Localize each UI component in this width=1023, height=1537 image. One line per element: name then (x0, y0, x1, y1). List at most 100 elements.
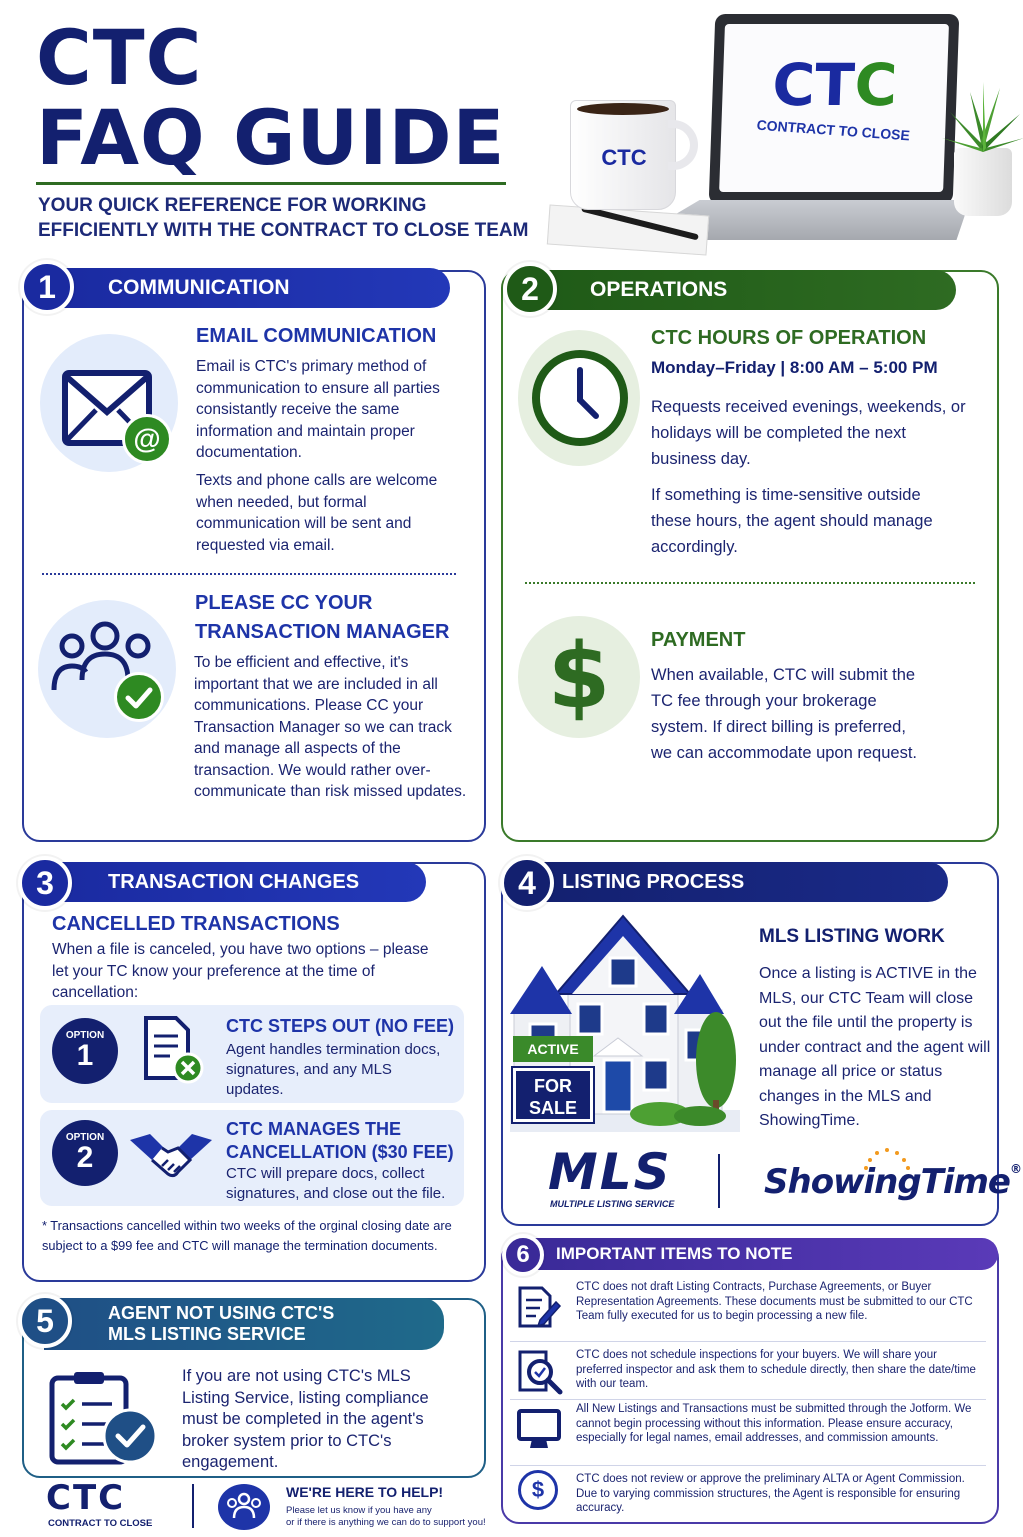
option-1-text: Agent handles termination docs, signatur… (226, 1041, 441, 1098)
footer-logo-tagline: CONTRACT TO CLOSE (48, 1518, 153, 1529)
mls-tagline: MULTIPLE LISTING SERVICE (550, 1199, 675, 1209)
showingtime-registered: ® (1010, 1162, 1022, 1176)
section-number-2: 2 (503, 262, 557, 316)
operations-header-bar: OPERATIONS (526, 270, 956, 310)
option-2-heading-line1: CTC MANAGES THE (226, 1119, 401, 1139)
section-number-5: 5 (18, 1294, 72, 1348)
important-item-row-3: All New Listings and Transactions must b… (510, 1398, 986, 1466)
mls-logo: MLS (548, 1143, 672, 1201)
cc-heading-line1: PLEASE CC YOUR (195, 592, 373, 614)
mug-label: CTC (601, 145, 647, 170)
mls-listing-para: Once a listing is ACTIVE in the MLS, our… (759, 965, 991, 1129)
footer-team-icon (218, 1484, 270, 1530)
email-heading: EMAIL COMMUNICATION (196, 325, 437, 347)
hours-para2: If something is time-sensitive outside t… (651, 486, 933, 556)
hours-schedule: Monday–Friday | 8:00 AM – 5:00 PM (651, 358, 938, 377)
important-item-row-4: $ CTC does not review or approve the pre… (510, 1468, 986, 1520)
listing-process-header-bar: LISTING PROCESS (526, 862, 948, 902)
option-2-text: CTC will prepare docs, collect signature… (226, 1165, 446, 1202)
footer-help-line1: Please let us know if you have any (286, 1505, 432, 1516)
important-items-title: IMPORTANT ITEMS TO NOTE (556, 1244, 793, 1263)
communication-header-bar: COMMUNICATION (44, 268, 450, 308)
monitor-icon (516, 1408, 564, 1457)
inspection-magnifier-icon (516, 1348, 564, 1401)
footer-help-heading: WE'RE HERE TO HELP! (286, 1484, 444, 1500)
footer-help-line2: or if there is anything we can do to sup… (286, 1517, 486, 1528)
transaction-changes-header-bar: TRANSACTION CHANGES (44, 862, 426, 902)
section-number-6: 6 (502, 1234, 544, 1276)
cc-para: To be efficient and effective, it's impo… (194, 654, 467, 800)
listing-process-title: LISTING PROCESS (562, 870, 745, 893)
important-item-text-1: CTC does not draft Listing Contracts, Pu… (576, 1281, 973, 1322)
logo-divider (718, 1154, 720, 1208)
dollar-icon: $ (547, 624, 611, 729)
important-item-row-2: CTC does not schedule inspections for yo… (510, 1344, 986, 1400)
showingtime-logo: ShowingTime® (764, 1162, 1022, 1202)
document-cancel-icon (140, 1014, 204, 1089)
option-1-badge: OPTION 1 (52, 1018, 118, 1084)
at-sign-icon: @ (122, 414, 172, 464)
checklist-icon (48, 1370, 160, 1471)
cc-heading-line2: TRANSACTION MANAGER (195, 621, 450, 643)
cancellation-footnote: * Transactions cancelled within two week… (42, 1218, 452, 1253)
section-number-1: 1 (20, 260, 74, 314)
important-items-header-bar: IMPORTANT ITEMS TO NOTE (526, 1238, 998, 1270)
subtitle-line2: EFFICIENTLY WITH THE CONTRACT TO CLOSE T… (38, 220, 529, 241)
for-sale-sign-for: FOR (534, 1076, 572, 1096)
showingtime-sun-icon (862, 1146, 912, 1175)
important-item-text-4: CTC does not review or approve the preli… (576, 1473, 965, 1514)
important-item-text-3: All New Listings and Transactions must b… (576, 1403, 972, 1444)
laptop-screen: CTC CONTRACT TO CLOSE (708, 14, 960, 204)
email-para2: Texts and phone calls are welcome when n… (196, 472, 438, 554)
email-para1: Email is CTC's primary method of communi… (196, 358, 440, 461)
hours-para1: Requests received evenings, weekends, or… (651, 398, 966, 468)
payment-para: When available, CTC will submit the TC f… (651, 666, 917, 762)
cancelled-heading: CANCELLED TRANSACTIONS (52, 913, 340, 935)
footer-logo: CTC (46, 1478, 126, 1518)
for-sale-sign: FOR SALE (513, 1068, 593, 1122)
laptop-logo-c: C (853, 51, 899, 119)
active-sign: ACTIVE (513, 1036, 593, 1062)
communication-title: COMMUNICATION (108, 276, 290, 299)
option-2-heading-line2: CANCELLATION ($30 FEE) (226, 1142, 454, 1162)
transaction-changes-title: TRANSACTION CHANGES (108, 870, 360, 893)
option-1-heading: CTC STEPS OUT (NO FEE) (226, 1016, 455, 1036)
mls-listing-heading: MLS LISTING WORK (759, 926, 945, 947)
desk-illustration: CTC CONTRACT TO CLOSE CTC (540, 10, 1023, 260)
plant-pot (954, 148, 1012, 216)
payment-heading: PAYMENT (651, 629, 746, 651)
footer-divider (192, 1484, 194, 1528)
communication-divider (42, 573, 456, 575)
dollar-icon-circle (518, 616, 640, 738)
option-2-num: 2 (76, 1141, 94, 1174)
operations-title: OPERATIONS (590, 278, 728, 301)
people-group-icon (50, 620, 160, 705)
hours-heading: CTC HOURS OF OPERATION (651, 327, 927, 349)
showingtime-logo-text: ShowingTime (764, 1162, 1011, 1202)
option-2-label: OPTION (65, 1132, 105, 1143)
clock-icon (530, 348, 630, 453)
title-divider (36, 182, 506, 185)
mug-handle (668, 120, 698, 170)
page-title-line1: CTC (36, 13, 203, 102)
agent-not-using-title-line1: AGENT NOT USING CTC'S (108, 1303, 335, 1323)
plant-leaves (940, 82, 1023, 154)
important-item-text-2: CTC does not schedule inspections for yo… (576, 1349, 976, 1390)
subtitle-line1: YOUR QUICK REFERENCE FOR WORKING (38, 195, 427, 216)
page-title-line2: FAQ GUIDE (36, 93, 506, 182)
coffee-mug: CTC (570, 100, 676, 210)
agent-not-using-header-bar: AGENT NOT USING CTC'S MLS LISTING SERVIC… (44, 1298, 444, 1350)
option-1-label: OPTION (65, 1030, 105, 1041)
document-edit-icon (516, 1284, 562, 1335)
operations-divider (525, 582, 975, 584)
option-2-badge: OPTION 2 (52, 1120, 118, 1186)
dollar-circle-icon: $ (518, 1470, 558, 1510)
important-item-row-1: CTC does not draft Listing Contracts, Pu… (510, 1276, 986, 1342)
option-1-num: 1 (76, 1039, 94, 1072)
important-items-card (501, 1240, 999, 1524)
checkmark-badge-icon (114, 672, 164, 722)
section-number-4: 4 (500, 856, 554, 910)
agent-not-using-title-line2: MLS LISTING SERVICE (108, 1324, 306, 1344)
agent-not-using-para: If you are not using CTC's MLS Listing S… (182, 1367, 429, 1471)
for-sale-sign-sale: SALE (528, 1098, 577, 1118)
